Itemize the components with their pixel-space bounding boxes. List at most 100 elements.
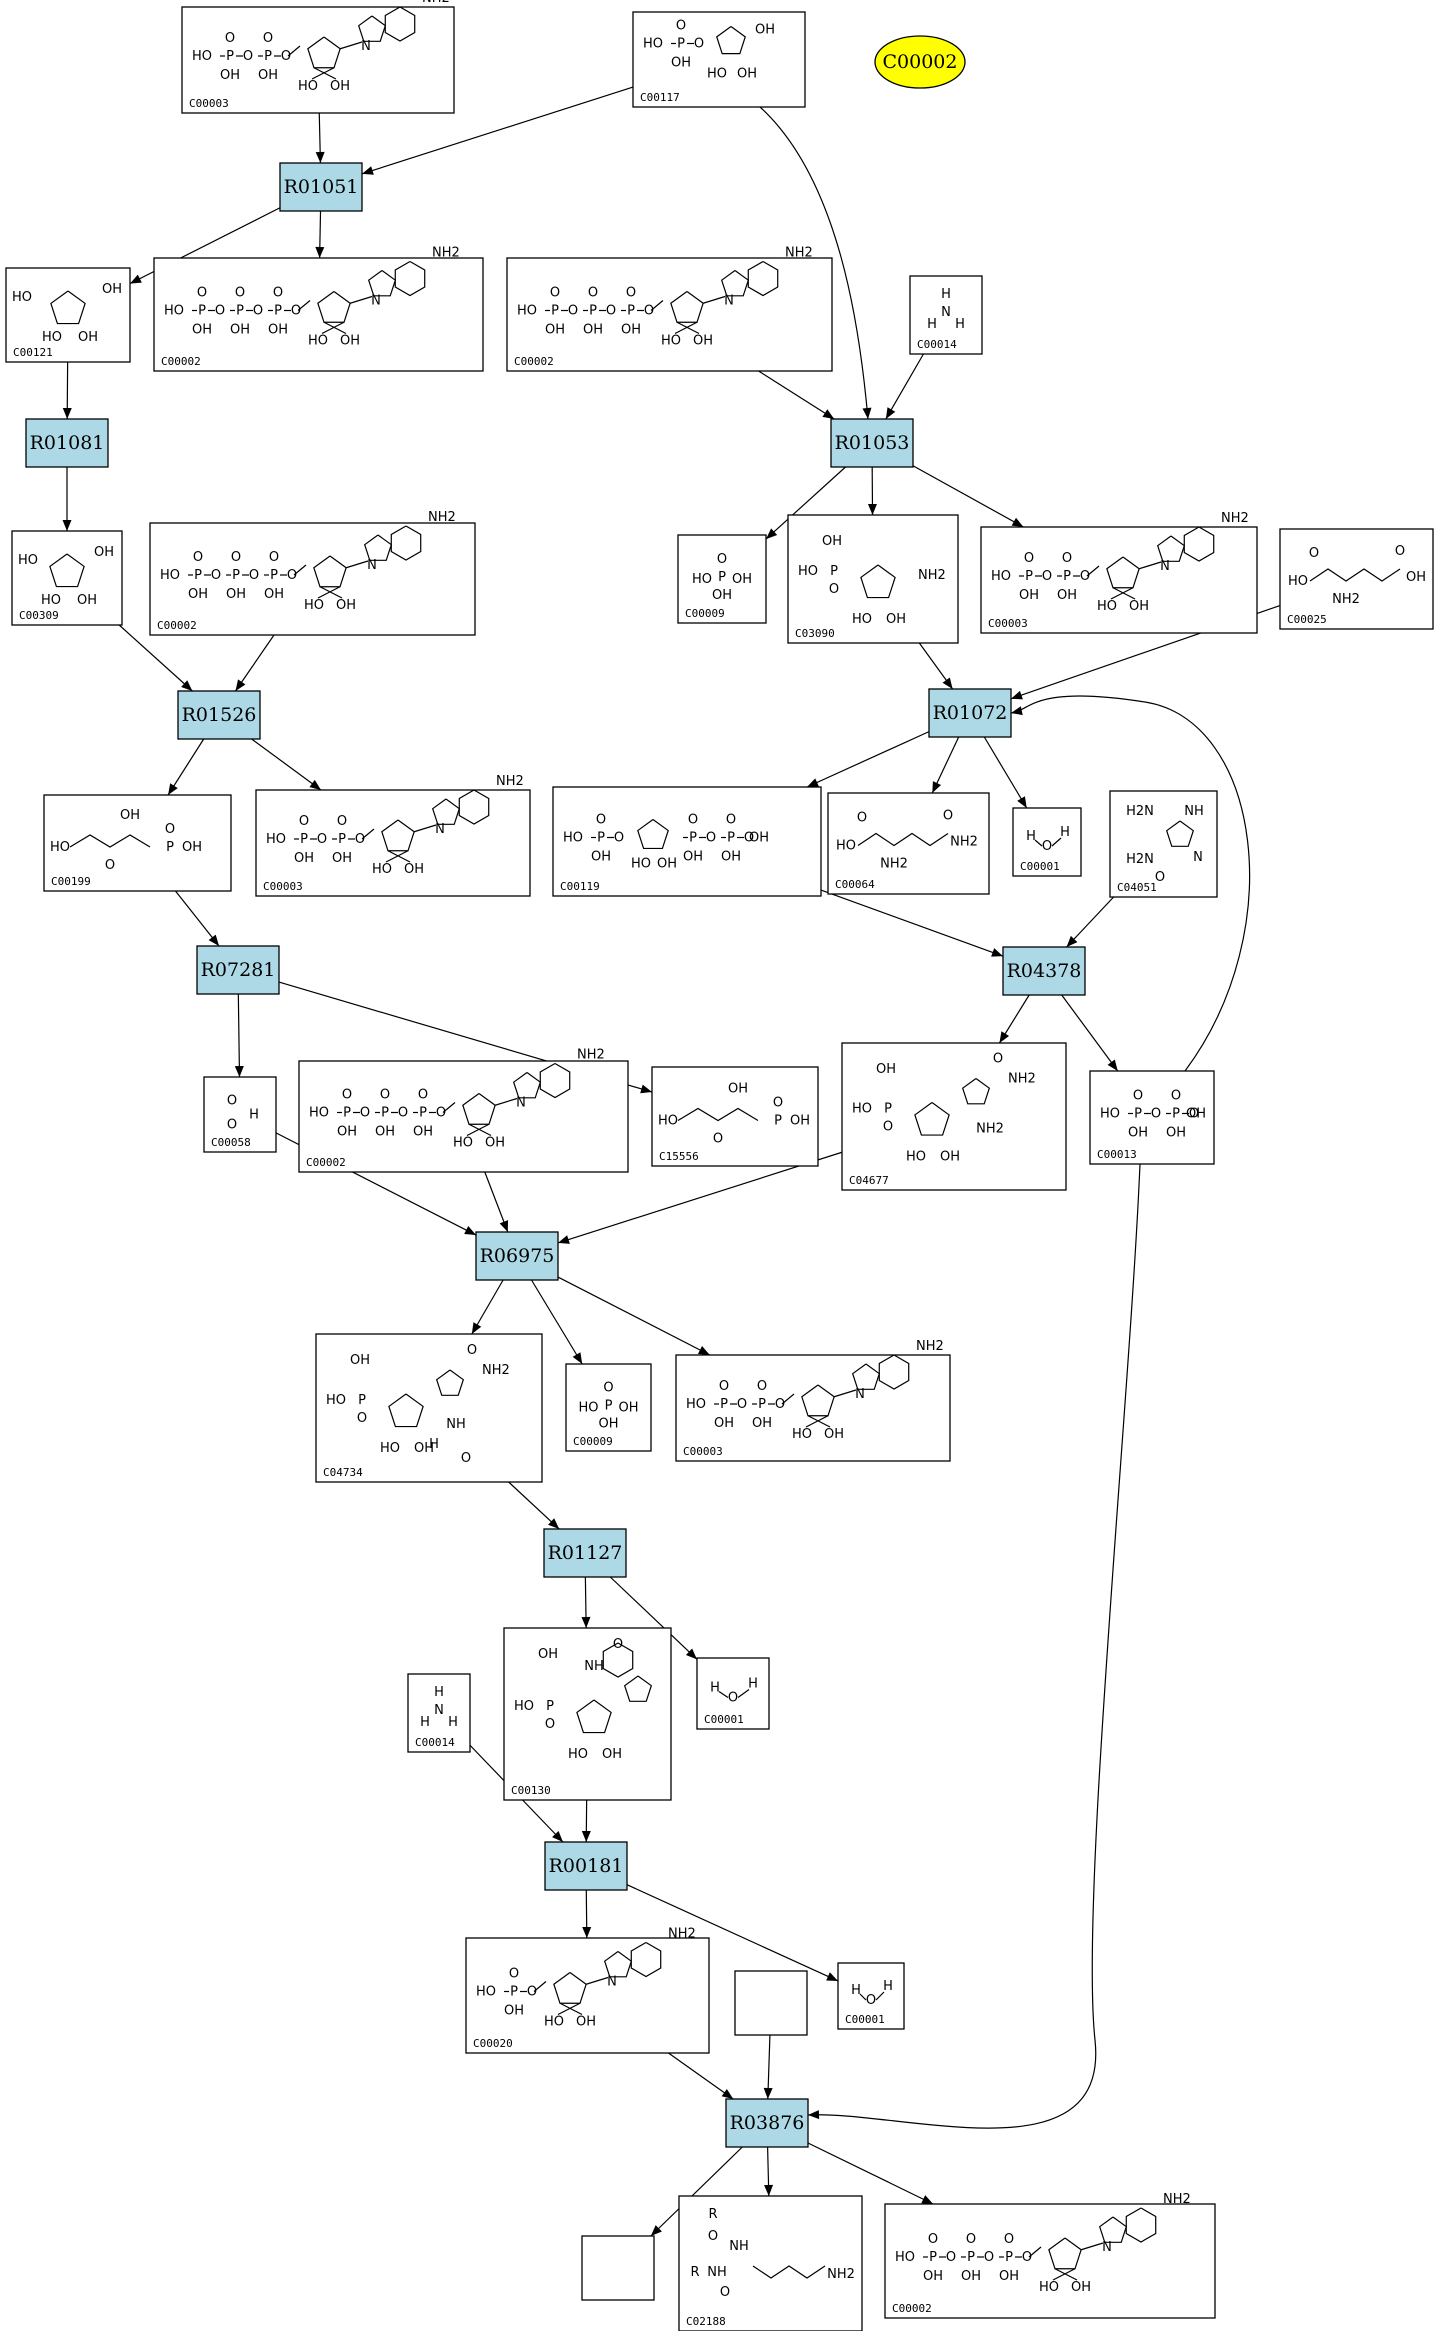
arrowhead-c15-R04378 (991, 948, 1003, 957)
title-node[interactable]: C00002 (874, 35, 966, 89)
atom-label: P (358, 1393, 366, 1408)
atom-label: HO (50, 840, 70, 855)
arrowhead-R00181-c31 (582, 1926, 592, 1938)
reaction-box (830, 418, 914, 468)
reaction-R01053[interactable]: R01053 (830, 418, 914, 468)
atom-label: O (165, 822, 175, 837)
atom-label: P (194, 568, 202, 583)
reaction-label: R06975 (480, 1245, 555, 1267)
atom-label: O (966, 2232, 976, 2247)
atom-label: O (211, 568, 221, 583)
compound-box (696, 1657, 770, 1730)
reaction-R01051[interactable]: R01051 (279, 162, 363, 212)
atom-label: OH (671, 56, 691, 71)
atom-label: O (928, 2232, 938, 2247)
atom-label: H (748, 1677, 758, 1692)
compound-label: C00309 (19, 609, 59, 622)
atom-label: O (243, 49, 253, 64)
atom-label: OH (732, 572, 752, 587)
reaction-label: R01526 (182, 704, 257, 726)
compound-unlabeled[interactable] (734, 1970, 808, 2036)
edge-R03876-c33 (650, 2146, 743, 2237)
atom-label: OH (264, 587, 284, 602)
reaction-R03876[interactable]: R03876 (725, 2098, 809, 2148)
atom-label: H (420, 1715, 430, 1730)
atom-label: P (929, 2250, 937, 2265)
atom-label: HO (517, 304, 537, 319)
bond (317, 586, 341, 599)
edge-c6-R01053 (885, 353, 924, 420)
atom-label: HO (308, 334, 328, 349)
atom-label: O (509, 1967, 519, 1982)
bond (670, 291, 704, 323)
atom-label: HO (852, 612, 872, 627)
compound-unlabeled[interactable] (581, 2235, 655, 2301)
atom-label: HO (18, 553, 38, 568)
atom-label: OH (294, 851, 314, 866)
atom-label: O (527, 1985, 537, 2000)
bond (357, 15, 387, 42)
bond (388, 1393, 424, 1428)
atom-label: NH (446, 1417, 466, 1432)
compound-label: C04734 (323, 1466, 363, 1479)
reaction-R04378[interactable]: R04378 (1002, 946, 1086, 996)
reaction-R06975[interactable]: R06975 (475, 1231, 559, 1281)
reaction-R01072[interactable]: R01072 (928, 688, 1012, 738)
bond (390, 525, 422, 561)
reaction-R01526[interactable]: R01526 (177, 690, 261, 740)
bond (512, 1072, 542, 1099)
reaction-label: R01127 (548, 1542, 623, 1564)
atom-label: P (720, 1397, 728, 1412)
bond (1086, 565, 1100, 577)
reaction-R00181[interactable]: R00181 (544, 1841, 628, 1891)
arrowhead-R01072-c17 (1017, 796, 1027, 808)
atom-label: O (737, 1397, 747, 1412)
title-node-label: C00002 (883, 51, 958, 73)
reaction-R01081[interactable]: R01081 (25, 418, 109, 468)
reaction-R01127[interactable]: R01127 (543, 1528, 627, 1578)
atom-label: HO (692, 572, 712, 587)
edge-c13-R07281 (175, 890, 220, 947)
reaction-R07281[interactable]: R07281 (196, 945, 280, 995)
reaction-label: R01081 (30, 432, 105, 454)
bond (394, 260, 426, 297)
compound-label: C00014 (415, 1736, 455, 1749)
compound-label: C04677 (849, 1174, 889, 1187)
